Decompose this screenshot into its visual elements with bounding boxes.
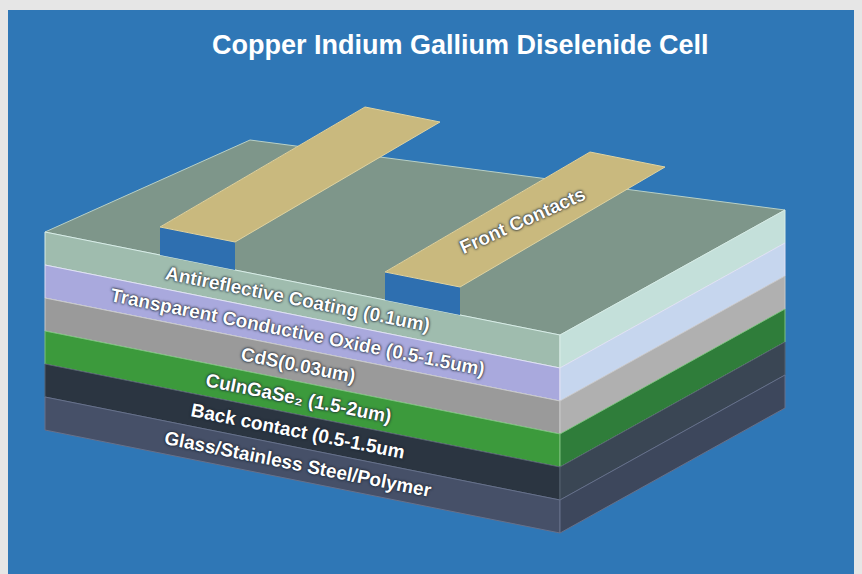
diagram-title: Copper Indium Gallium Diselenide Cell: [212, 30, 709, 61]
layer-label: Front Contacts: [457, 181, 594, 258]
contact-label: Front Contacts: [457, 181, 594, 258]
